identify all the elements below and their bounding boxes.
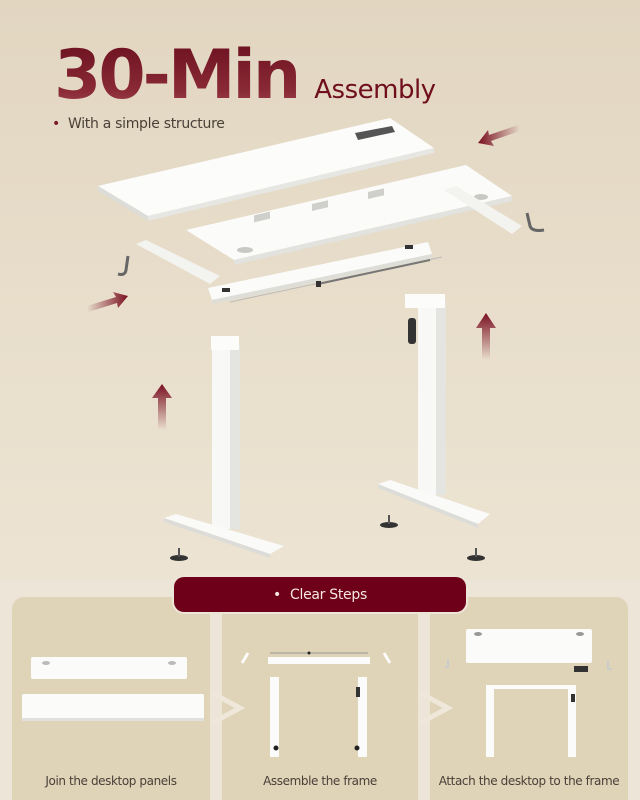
arrow-top-right-icon [478, 125, 520, 146]
arrow-up-right-icon [476, 313, 496, 360]
desktop-panel-left [98, 118, 434, 221]
bullet-icon: • [52, 116, 60, 132]
step-2-illustration [240, 651, 392, 757]
step-2-label: Assemble the frame [263, 774, 377, 788]
side-bracket-right [444, 186, 522, 234]
hook-left [117, 255, 130, 276]
foot-right [378, 480, 490, 524]
clear-steps-banner: • Clear Steps [174, 577, 466, 612]
hand-crank [356, 687, 360, 697]
leveling-feet [170, 515, 485, 561]
subtitle: • With a simple structure [52, 116, 225, 132]
arrow-left-icon [87, 292, 128, 312]
leg-left [164, 336, 284, 558]
control-panel-icon [574, 666, 588, 672]
step-panel-1: Join the desktop panels [12, 597, 210, 800]
title-duration: 30-Min [54, 36, 301, 115]
arrow-up-left-icon [152, 384, 172, 430]
side-bracket-left [136, 240, 220, 284]
step-connectors [210, 690, 454, 726]
control-panel-icon [355, 126, 395, 140]
step-panel-3: Attach the desktop to the frame [430, 597, 628, 800]
step-1-illustration [22, 657, 204, 721]
foot-left [164, 514, 284, 554]
chevron-right-icon [210, 690, 246, 726]
leg-right [378, 294, 490, 528]
step-3-illustration [445, 629, 612, 757]
hand-crank [408, 318, 416, 344]
desktop-panel-right [186, 165, 512, 265]
bullet-icon: • [273, 586, 282, 603]
exploded-desk-illustration [87, 118, 545, 561]
shaft-coupler [316, 281, 321, 287]
chevron-right-icon [418, 690, 454, 726]
step-3-label: Attach the desktop to the frame [438, 774, 620, 788]
crossbeam [208, 242, 443, 304]
subtitle-text: With a simple structure [67, 116, 225, 132]
step-1-label: Join the desktop panels [45, 774, 177, 788]
hook-right [525, 212, 545, 232]
hero-section: 30-Min Assembly • With a simple structure [52, 38, 545, 561]
page-title: 30-Min Assembly [54, 38, 436, 114]
title-assembly: Assembly [314, 75, 436, 105]
banner-label: Clear Steps [290, 586, 367, 603]
step-panel-2: Assemble the frame [222, 597, 418, 800]
